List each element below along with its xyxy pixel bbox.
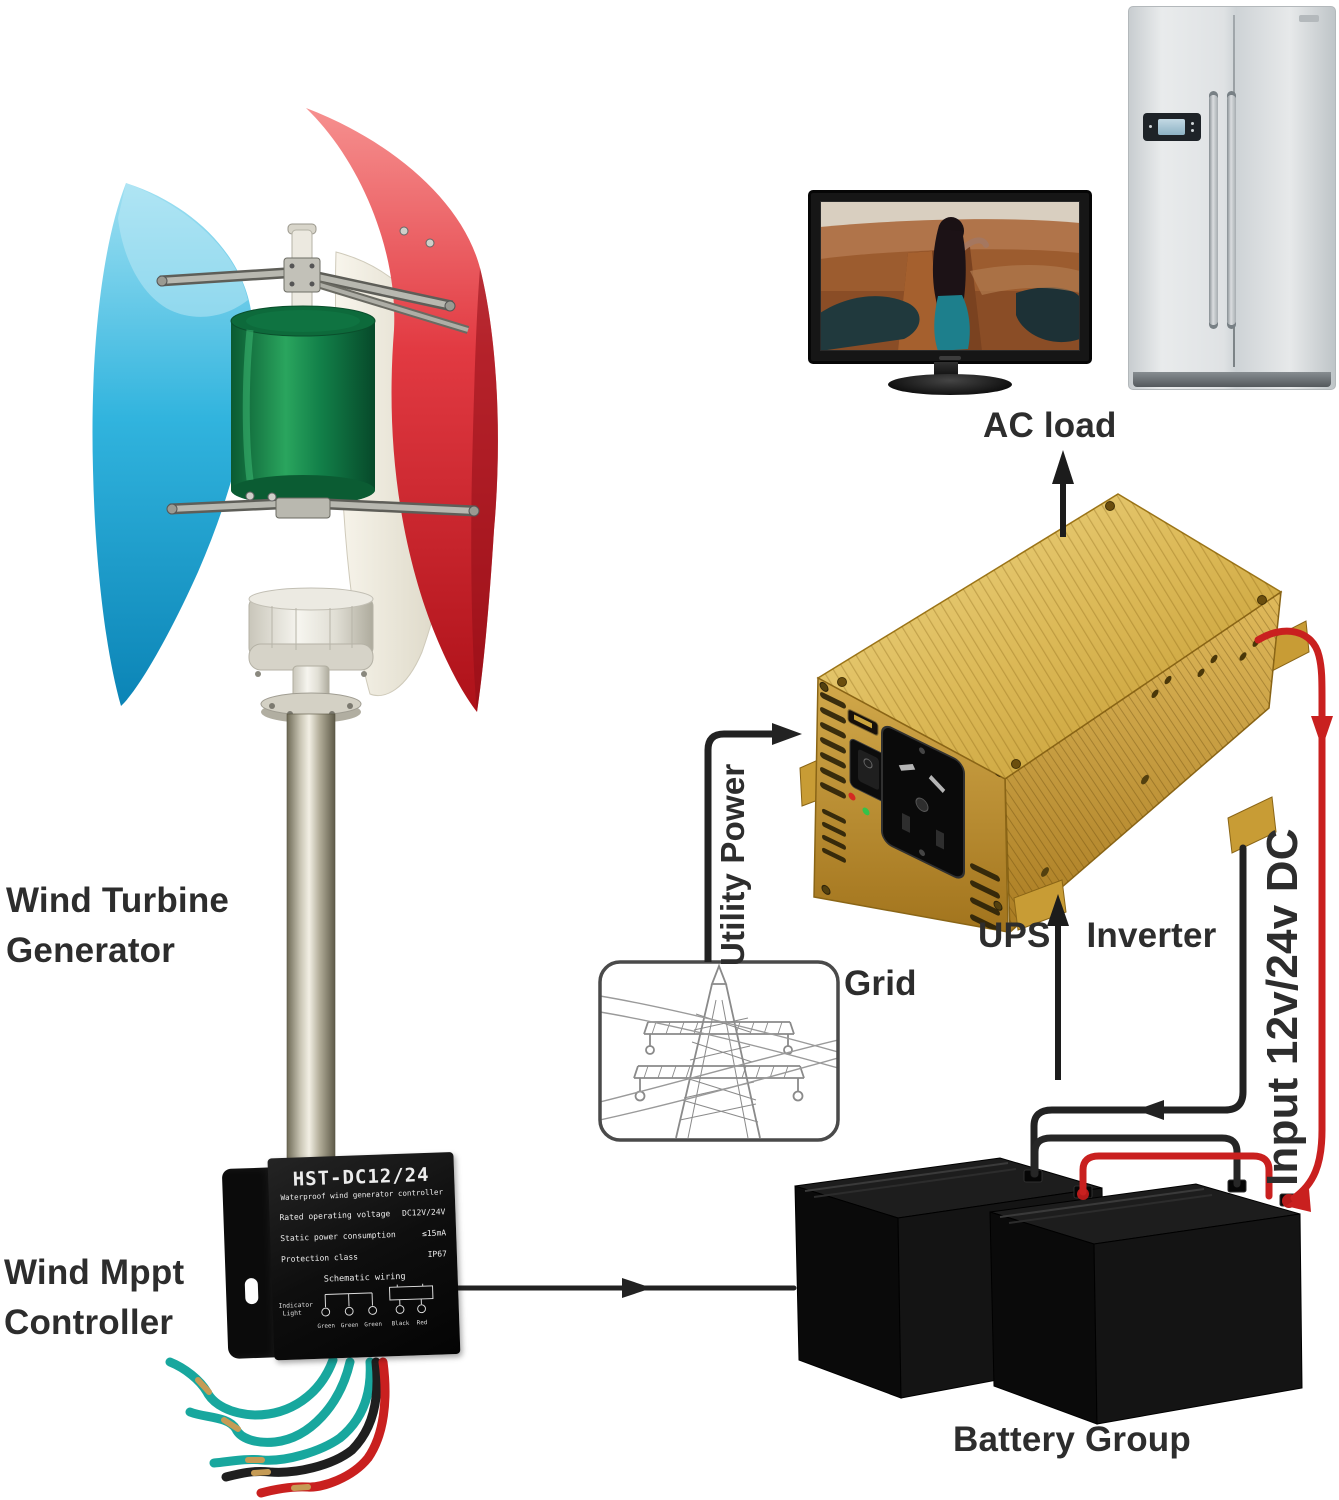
terminal-label: Green	[341, 1323, 359, 1330]
fridge-base	[1133, 372, 1331, 387]
refrigerator	[1128, 6, 1336, 390]
turbine-blade-red	[306, 108, 498, 712]
utility-power-arrow	[704, 723, 802, 962]
battery-2	[989, 1179, 1303, 1425]
terminal-label: Green	[364, 1322, 382, 1329]
tv-screen	[820, 201, 1080, 351]
fridge-handle-right	[1227, 95, 1236, 325]
fridge-logo	[1299, 15, 1319, 22]
controller-specs: Rated operating voltage DC12V/24V Static…	[279, 1207, 447, 1264]
svg-text:Indicator: Indicator	[278, 1302, 313, 1310]
tv-screen-image	[820, 201, 1080, 351]
turbine-top-hub	[156, 223, 470, 334]
ac-load-arrow	[1052, 450, 1074, 537]
turbine-generator-drum	[230, 305, 376, 505]
wind-turbine-label: Wind Turbine Generator	[6, 881, 230, 970]
wiring-schematic: Indicator Light Green Green Green Black …	[278, 1283, 434, 1330]
ac-load-label: AC load	[983, 406, 1117, 445]
grid-box	[598, 960, 840, 1142]
turbine-bottom-arms	[166, 491, 480, 519]
controller-mount-hole	[244, 1277, 259, 1305]
tv-stand-base	[888, 374, 1012, 395]
controller-wires	[165, 1355, 390, 1498]
spec-row: Protection class IP67	[280, 1249, 448, 1265]
wind-mppt-controller: HST-DC12/24 Waterproof wind generator co…	[221, 1152, 461, 1366]
controller-face: HST-DC12/24 Waterproof wind generator co…	[267, 1152, 461, 1361]
fridge-display	[1143, 113, 1201, 141]
ups-inverter	[799, 493, 1310, 934]
wire-battery-jumper-red	[1079, 1152, 1273, 1200]
woman-silhouette	[932, 217, 989, 351]
battery-group	[794, 1157, 1303, 1425]
tv-monitor	[808, 190, 1092, 364]
tv-logo	[939, 356, 961, 360]
wind-mppt-label: Wind Mppt Controller	[4, 1253, 185, 1342]
turbine-motor-housing	[248, 587, 374, 677]
spec-row: Rated operating voltage DC12V/24V	[279, 1207, 446, 1223]
wire-battery-jumper-black	[1031, 1134, 1241, 1188]
turbine-pole	[286, 713, 336, 1165]
spec-row: Static power consumption ≤15mA	[280, 1228, 447, 1244]
inverter-led-green	[862, 807, 870, 816]
ups-inverter-arrow	[1047, 894, 1069, 1080]
inverter-led-red	[848, 792, 856, 801]
ups-inverter-label: UPS Inverter	[978, 916, 1217, 955]
battery-group-label: Battery Group	[953, 1420, 1191, 1459]
input-dc-label: Input 12v/24v DC	[1258, 828, 1307, 1186]
wind-turbine-generator	[92, 108, 498, 1165]
terminal-label: Red	[417, 1320, 428, 1326]
svg-text:Light: Light	[283, 1310, 303, 1318]
terminal-label: Green	[317, 1323, 335, 1330]
fridge-display-screen	[1158, 119, 1185, 135]
utility-power-label: Utility Power	[714, 763, 751, 966]
grid-label: Grid	[844, 964, 917, 1003]
transmission-tower	[600, 963, 838, 1139]
terminal-label: Black	[392, 1321, 410, 1328]
turbine-flange	[260, 692, 362, 723]
wire-inverter-to-battery-black	[1030, 844, 1247, 1178]
fridge-handle-left	[1209, 95, 1218, 325]
wire-input-dc-red	[1254, 627, 1326, 1202]
